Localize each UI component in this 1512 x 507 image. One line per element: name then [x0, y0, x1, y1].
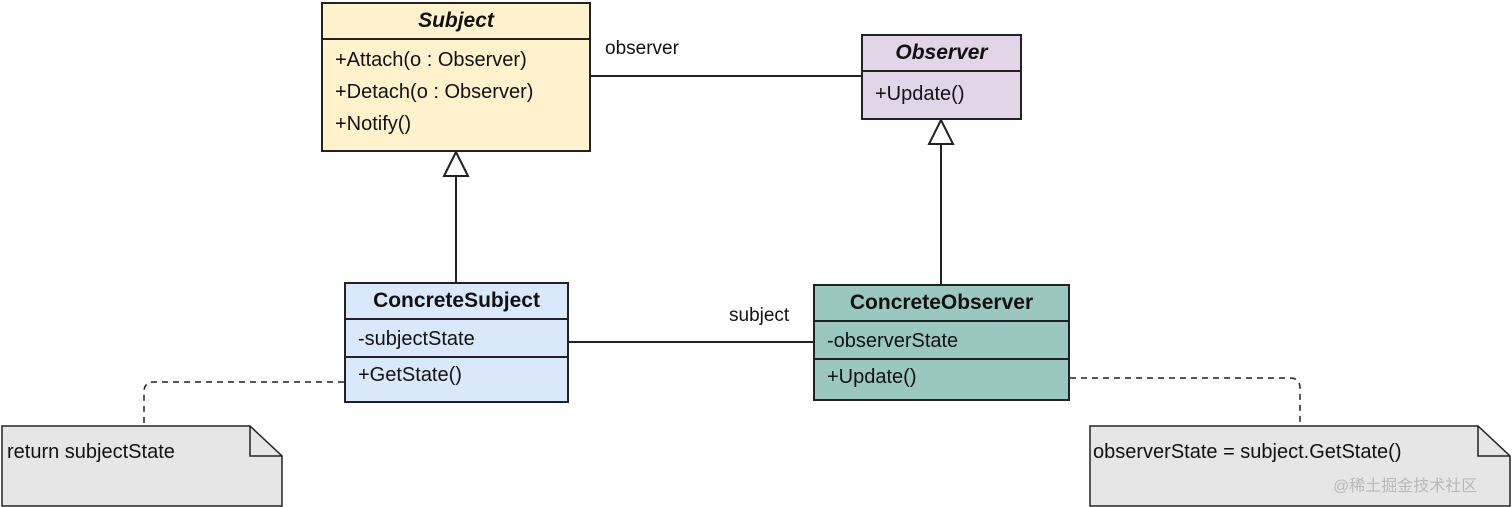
association-label-observer: observer	[605, 38, 679, 59]
note-connector-left	[143, 381, 344, 426]
attribute-observer-state: -observerState	[827, 330, 959, 352]
class-concrete-subject-name: ConcreteSubject	[346, 284, 567, 320]
note-connector-right	[1070, 377, 1301, 426]
note-left-fold	[249, 426, 282, 457]
class-concrete-observer-name: ConcreteObserver	[815, 286, 1068, 322]
class-concrete-observer[interactable]: ConcreteObserver -observerState +Update(…	[813, 284, 1070, 401]
class-concrete-subject-attributes: -subjectState	[346, 320, 567, 358]
method-update-concrete: +Update()	[827, 366, 917, 388]
association-label-subject: subject	[729, 305, 790, 326]
note-left-shape	[1, 425, 283, 507]
method-update: +Update()	[875, 83, 965, 105]
class-concrete-subject[interactable]: ConcreteSubject -subjectState +GetState(…	[344, 282, 569, 403]
class-concrete-observer-attributes: -observerState	[815, 322, 1068, 360]
class-observer-name: Observer	[863, 36, 1020, 72]
inheritance-arrow-subject	[442, 149, 470, 177]
inheritance-arrow-observer	[927, 117, 955, 145]
class-concrete-observer-methods: +Update()	[815, 360, 1068, 394]
class-subject[interactable]: Subject +Attach(o : Observer) +Detach(o …	[321, 2, 591, 152]
class-subject-methods: +Attach(o : Observer) +Detach(o : Observ…	[323, 40, 589, 140]
note-right-fold	[1477, 426, 1510, 457]
method-attach: +Attach(o : Observer)	[335, 49, 527, 71]
method-get-state: +GetState()	[358, 364, 462, 386]
class-concrete-subject-methods: +GetState()	[346, 358, 567, 392]
method-notify: +Notify()	[335, 113, 412, 135]
note-left-text: return subjectState	[7, 441, 175, 463]
note-right-text: observerState = subject.GetState()	[1093, 441, 1402, 463]
note-right-shape	[1089, 425, 1511, 507]
watermark: @稀土掘金技术社区	[1333, 478, 1478, 495]
class-observer[interactable]: Observer +Update()	[861, 34, 1022, 120]
class-observer-methods: +Update()	[863, 72, 1020, 110]
attribute-subject-state: -subjectState	[358, 328, 475, 350]
method-detach: +Detach(o : Observer)	[335, 81, 534, 103]
class-subject-name: Subject	[323, 4, 589, 40]
